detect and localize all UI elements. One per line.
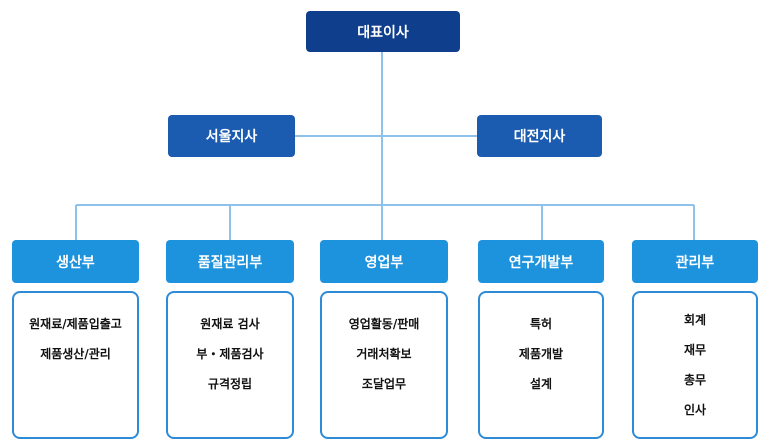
branch-box-daejeon: 대전지사	[477, 115, 602, 157]
ceo-label: 대표이사	[357, 24, 409, 41]
duty-item: 인사	[683, 403, 707, 417]
duty-item: 규격정립	[207, 377, 253, 391]
department-box-production: 생산부	[12, 240, 139, 283]
department-label: 관리부	[675, 254, 715, 271]
branch-label: 서울지사	[205, 129, 258, 145]
duty-item: 제품개발	[518, 347, 564, 361]
branch-box-seoul: 서울지사	[168, 115, 295, 157]
department-box-rnd: 연구개발부	[478, 240, 604, 283]
duty-item: 원재료/제품입출고	[29, 317, 122, 331]
department-label: 영업부	[364, 254, 404, 271]
ceo-box: 대표이사	[306, 11, 460, 52]
department-box-sales: 영업부	[320, 240, 448, 283]
duty-item: 특허	[529, 317, 553, 331]
duty-box-sales: 영업활동/판매 거래처확보 조달업무	[320, 291, 448, 439]
duty-box-admin: 회계 재무 총무 인사	[632, 291, 758, 439]
branch-label: 대전지사	[513, 129, 566, 145]
duty-item: 재무	[683, 343, 707, 357]
duty-item: 거래처확보	[356, 347, 412, 361]
duty-item: 부・제품검사	[196, 347, 264, 361]
duty-item: 설계	[529, 377, 553, 391]
duty-box-rnd: 특허 제품개발 설계	[478, 291, 604, 439]
department-label: 품질관리부	[197, 254, 263, 271]
duty-item: 회계	[683, 313, 707, 327]
department-label: 생산부	[56, 254, 95, 271]
department-label: 연구개발부	[508, 254, 574, 271]
department-box-quality: 품질관리부	[166, 240, 294, 283]
duty-item: 원재료 검사	[200, 317, 260, 331]
duty-item: 영업활동/판매	[348, 317, 420, 331]
department-box-admin: 관리부	[632, 240, 758, 283]
duty-item: 제품생산/관리	[40, 347, 111, 361]
duty-box-production: 원재료/제품입출고 제품생산/관리	[12, 291, 139, 439]
duty-box-quality: 원재료 검사 부・제품검사 규격정립	[166, 291, 294, 439]
duty-item: 조달업무	[361, 377, 407, 391]
duty-item: 총무	[683, 373, 707, 387]
